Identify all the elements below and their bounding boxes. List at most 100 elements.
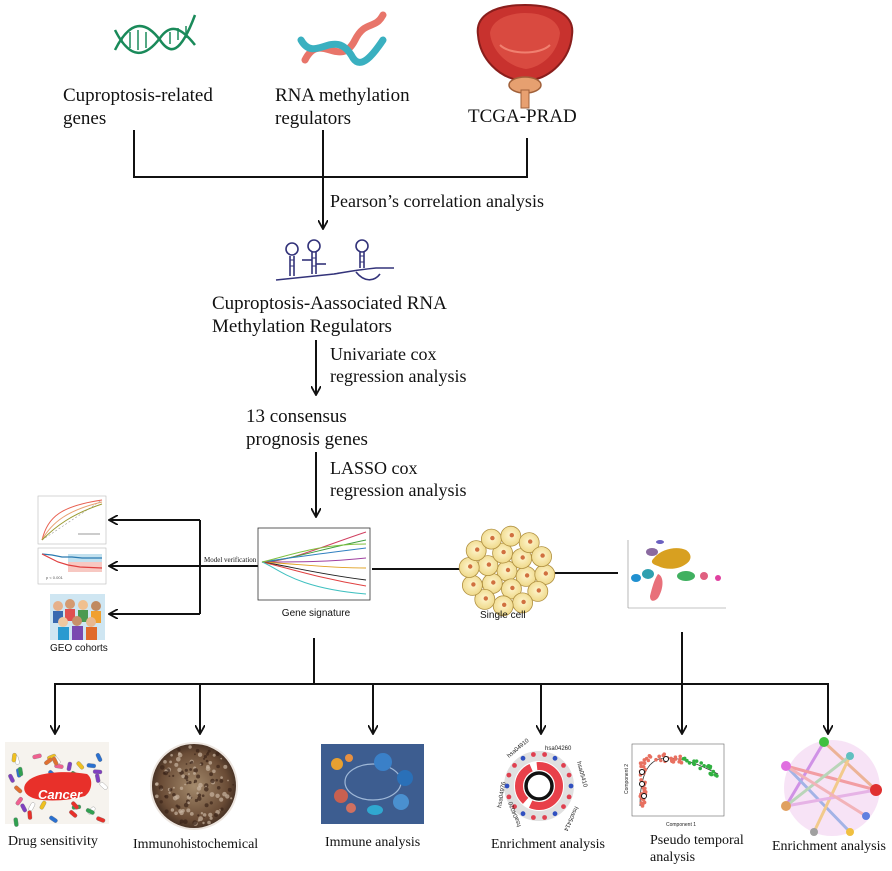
gene-dot: [561, 804, 566, 809]
tissue-speck: [186, 782, 189, 785]
tissue-speck: [176, 757, 181, 762]
cell-point: [711, 769, 716, 774]
tissue-speck: [197, 793, 202, 798]
pill: [49, 815, 58, 823]
pill: [8, 773, 15, 783]
tissue-speck: [158, 785, 164, 790]
tissue-speck: [188, 780, 192, 785]
cell-nucleus: [509, 533, 514, 538]
tissue-speck: [209, 816, 213, 820]
gene-dot: [531, 752, 536, 757]
tissue-speck: [200, 812, 204, 815]
tissue-speck: [212, 769, 216, 774]
component-2-label: Component 2: [624, 764, 630, 794]
umap-plot-image: [622, 536, 728, 612]
tissue-speck: [219, 797, 224, 802]
cuproptosis-genes-label: Cuproptosis-related genes: [63, 85, 213, 130]
cell-point: [685, 758, 689, 763]
gene-dot: [542, 815, 547, 820]
tissue-speck: [164, 794, 169, 799]
geo-cohorts-crowd-image: [50, 594, 105, 640]
pill: [96, 816, 106, 823]
enrichment-analysis-label-1: Enrichment analysis: [491, 837, 605, 852]
tissue-speck: [206, 752, 209, 756]
cell-point: [642, 788, 647, 793]
cell-point: [682, 756, 687, 761]
tissue-speck: [177, 767, 182, 773]
cell-point: [673, 755, 678, 759]
tissue-speck: [205, 785, 207, 788]
tissue-speck: [227, 787, 232, 792]
pill: [99, 782, 108, 790]
cell-nucleus: [468, 564, 473, 569]
tissue-speck: [223, 764, 228, 769]
pill: [86, 763, 96, 769]
cell-point: [659, 758, 663, 763]
tissue-speck: [209, 792, 215, 797]
rna-methylation-label: RNA methylation regulators: [275, 85, 410, 130]
tissue-speck: [179, 786, 184, 790]
tissue-speck: [178, 752, 181, 755]
tissue-speck: [204, 803, 209, 808]
tissue-speck: [177, 805, 181, 809]
gene-dot: [561, 763, 566, 768]
cell-nucleus: [521, 599, 526, 605]
tissue-speck: [189, 768, 192, 771]
cell-point: [706, 764, 710, 769]
pill: [85, 808, 95, 815]
tissue-speck: [194, 753, 196, 756]
pill: [51, 756, 59, 766]
tissue-speck: [172, 774, 175, 777]
tissue-speck: [205, 759, 209, 763]
gene-dot: [520, 811, 526, 817]
tissue-speck: [216, 786, 221, 790]
tissue-speck: [202, 813, 207, 817]
cell-nucleus: [505, 567, 511, 573]
pill: [20, 803, 27, 813]
cell-point: [692, 759, 696, 763]
pill: [71, 801, 79, 810]
tissue-speck: [193, 768, 198, 773]
single-cell-label: Single cell: [480, 610, 526, 621]
tissue-speck: [193, 771, 196, 775]
tissue-speck: [188, 794, 191, 797]
tissue-speck: [174, 762, 179, 767]
cell-nucleus: [543, 571, 548, 576]
component-1-label: Component 1: [666, 822, 696, 828]
branch-point: [639, 769, 645, 775]
gene-dot: [504, 783, 510, 789]
pill: [11, 752, 17, 763]
tissue-speck: [163, 760, 167, 764]
tissue-speck: [215, 778, 218, 782]
tissue-speck: [209, 801, 213, 805]
tissue-speck: [188, 745, 192, 749]
cell-nucleus: [491, 580, 496, 585]
cell-point: [654, 757, 658, 762]
cell-point: [638, 761, 643, 765]
enrichment-network-image: [781, 737, 882, 836]
tissue-speck: [230, 797, 233, 800]
tissue-speck: [190, 760, 194, 764]
branch-point: [639, 781, 645, 787]
immune-cells-image: [321, 744, 424, 824]
pathway-label-5: hsa04976: [497, 781, 508, 809]
tissue-speck: [155, 782, 159, 786]
consensus-genes-label: 13 consensus prognosis genes: [246, 406, 368, 451]
cell-nucleus: [540, 553, 545, 558]
dna-helix-icon: [297, 11, 387, 66]
model-verification-label: Model verification: [204, 556, 257, 564]
ihc-stain-image: [150, 742, 238, 830]
cell-point: [702, 764, 706, 768]
tissue-speck: [227, 779, 229, 782]
tissue-speck: [186, 808, 191, 813]
cell-nucleus: [510, 585, 515, 591]
cell-point: [687, 761, 692, 765]
connector-lines: [54, 130, 829, 733]
cell-point: [698, 766, 702, 771]
gene-dot: [512, 804, 517, 809]
tissue-speck: [198, 816, 203, 822]
tissue-speck: [184, 768, 188, 772]
cell-point: [671, 759, 676, 764]
tissue-speck: [210, 778, 215, 784]
